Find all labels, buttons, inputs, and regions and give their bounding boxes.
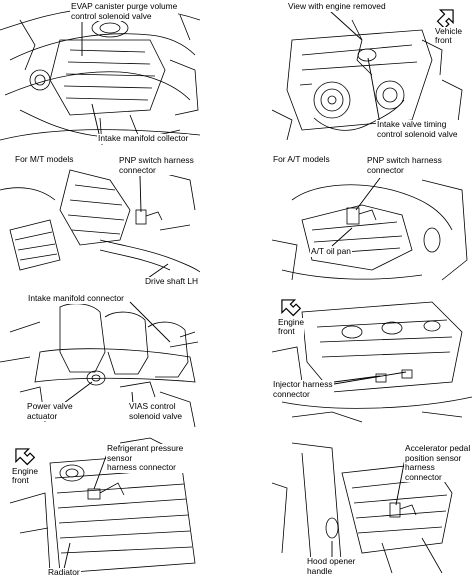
panel-at-pnp-switch: For A/T models PNP switch harness connec… <box>272 150 474 290</box>
front-arrow-icon <box>281 299 302 317</box>
injector-harness-connector-label: Injector harness connector <box>272 379 334 400</box>
transmission-illustration-mt <box>0 169 200 273</box>
transmission-illustration-at <box>272 179 468 281</box>
power-valve-actuator-label: Power valve actuator <box>26 401 74 422</box>
panel-intake-valve-timing: View with engine removed Intake valve ti… <box>272 0 474 148</box>
mt-models-label: For M/T models <box>14 154 75 165</box>
engine-front-label-2: Engine front <box>12 466 39 486</box>
intake-manifold-illustration <box>0 303 199 427</box>
drive-shaft-lh-label: Drive shaft LH <box>144 276 200 287</box>
vehicle-front-label: Vehicle front <box>435 26 463 46</box>
panel-injector-harness: Engine front Injector harness connector <box>272 292 474 427</box>
evap-canister-purge-valve-label: EVAP canister purge volume control solen… <box>70 1 179 22</box>
front-arrow-icon <box>15 448 36 466</box>
panel-mt-pnp-switch: For M/T models PNP switch harness connec… <box>0 150 200 290</box>
hood-opener-handle-label: Hood opener handle <box>306 556 357 577</box>
panel-evap-canister: EVAP canister purge volume control solen… <box>0 0 200 148</box>
intake-manifold-collector-label: Intake manifold collector <box>97 133 190 144</box>
engine-top-illustration <box>272 301 473 423</box>
pnp-switch-connector-at-label: PNP switch harness connector <box>366 155 443 176</box>
view-with-engine-removed-label: View with engine removed <box>287 1 387 12</box>
vehicle-front-indicator: Vehicle front <box>427 4 474 46</box>
radiator-label: Radiator <box>47 567 81 578</box>
vias-control-solenoid-label: VIAS control solenoid valve <box>128 401 184 422</box>
pnp-switch-connector-mt-label: PNP switch harness connector <box>118 155 195 176</box>
engine-front-indicator-2: Engine front <box>8 441 48 486</box>
panel-refrigerant-sensor: Engine front Refrigerant pressure sensor… <box>0 433 200 579</box>
engine-front-indicator-1: Engine front <box>274 292 314 337</box>
front-arrow-icon <box>436 9 454 28</box>
intake-valve-timing-solenoid-label: Intake valve timing control solenoid val… <box>376 119 459 140</box>
panel-intake-manifold-connector: Intake manifold connector Power valve ac… <box>0 292 200 427</box>
refrigerant-pressure-sensor-label: Refrigerant pressure sensor harness conn… <box>106 443 200 473</box>
at-oil-pan-label: A/T oil pan <box>310 246 352 257</box>
engine-illustration-1 <box>0 7 200 146</box>
intake-manifold-connector-label: Intake manifold connector <box>27 293 125 304</box>
engine-front-label-1: Engine front <box>278 317 305 337</box>
panel-accelerator-pedal-sensor: Accelerator pedal position sensor harnes… <box>272 433 474 579</box>
at-models-label: For A/T models <box>272 154 331 165</box>
accelerator-pedal-sensor-label: Accelerator pedal position sensor harnes… <box>404 443 474 483</box>
